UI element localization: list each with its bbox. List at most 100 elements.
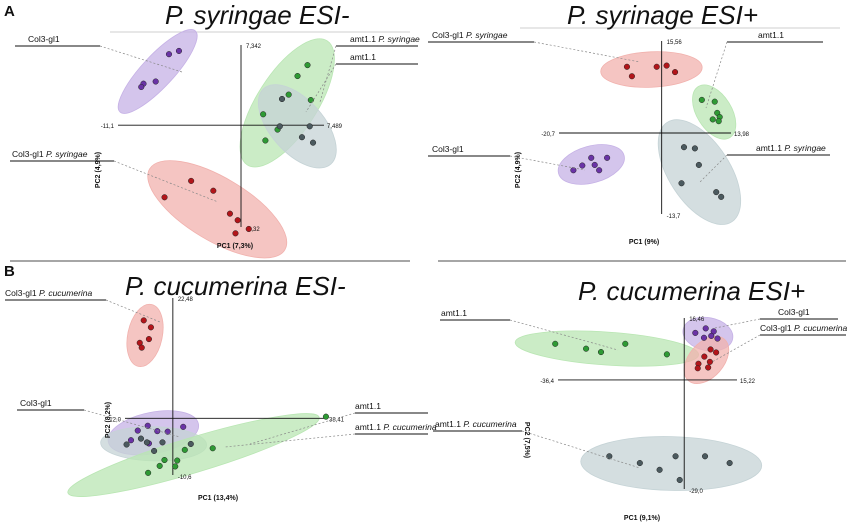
data-point — [604, 154, 611, 161]
y-min-tick-label: -29,0 — [689, 489, 703, 495]
data-point — [298, 134, 306, 141]
group-ellipse — [514, 330, 700, 367]
y-min-tick-label: -10,6 — [178, 475, 192, 481]
data-point — [672, 69, 679, 76]
y-max-tick-label: 15,56 — [667, 40, 683, 46]
data-point — [623, 63, 630, 70]
x-max-tick-label: 15,22 — [740, 379, 756, 385]
group-ellipse — [126, 303, 164, 368]
group-ellipse — [600, 51, 703, 88]
group-label: Col3-gl1 P. cucumerina — [760, 323, 848, 333]
group-label: Col3-gl1 — [778, 307, 810, 317]
data-point — [154, 428, 161, 435]
data-point — [322, 413, 330, 420]
data-point — [137, 435, 144, 442]
annotation-leader — [711, 334, 761, 363]
annotation-leader — [105, 299, 161, 323]
data-point — [232, 230, 239, 237]
data-point — [663, 62, 670, 69]
data-point — [700, 334, 708, 341]
x-max-tick-label: 13,98 — [734, 132, 750, 138]
data-point — [656, 466, 663, 473]
data-point — [140, 317, 147, 324]
data-point — [175, 47, 183, 54]
data-point — [711, 98, 718, 105]
data-point — [306, 123, 313, 130]
group-annotation: Col3-gl1 — [17, 398, 181, 438]
data-point — [678, 180, 685, 187]
confidence-ellipses — [117, 29, 337, 259]
group-ellipse — [683, 335, 730, 384]
data-point — [285, 91, 292, 98]
data-point — [151, 447, 158, 454]
data-point — [159, 439, 166, 446]
annotation-leader — [521, 430, 641, 469]
data-point — [152, 78, 159, 85]
y-max-tick-label: 7,342 — [246, 44, 262, 50]
panel-label-a: A — [4, 3, 15, 20]
group-label: Col3-gl1 P. syringae — [432, 30, 508, 40]
data-point — [691, 145, 698, 152]
data-point — [143, 439, 150, 446]
data-point — [181, 446, 188, 453]
data-point — [694, 365, 701, 372]
data-point — [260, 111, 267, 118]
data-points — [552, 325, 733, 484]
data-point — [307, 97, 314, 104]
confidence-ellipses — [557, 51, 742, 225]
data-point — [138, 344, 145, 351]
group-annotation: Col3-gl1 P. cucumerina — [5, 288, 161, 323]
x-axis-label: PC1 (9%) — [629, 239, 659, 246]
data-point — [726, 459, 733, 467]
annotation-leader — [319, 45, 337, 103]
group-annotation: amt1.1 — [440, 308, 619, 351]
group-ellipse — [117, 29, 198, 114]
x-min-tick-label: -11,1 — [101, 124, 115, 130]
data-point — [707, 346, 714, 353]
annotation-leader — [83, 409, 181, 438]
data-point — [591, 161, 598, 168]
y-max-tick-label: 16,46 — [689, 317, 705, 323]
group-ellipse — [147, 160, 288, 259]
data-point — [702, 325, 709, 332]
group-ellipse — [257, 84, 337, 169]
group-annotation: Col3-gl1 P. cucumerina — [711, 323, 848, 363]
data-point — [188, 177, 195, 184]
group-annotation: Col3-gl1 P. syringae — [10, 149, 219, 203]
data-point — [706, 358, 713, 365]
group-annotation: Col3-gl1 P. syringae — [428, 30, 641, 63]
plot-title-3: P. cucumerina ESI- — [125, 271, 346, 301]
y-axis-label: PC2 (8,2%) — [105, 402, 112, 438]
panel-label-b: B — [4, 263, 15, 280]
data-point — [552, 340, 559, 347]
data-point — [262, 137, 269, 144]
data-point — [187, 440, 194, 448]
y-axis-label: PC2 (4,9%) — [95, 152, 102, 188]
data-point — [636, 459, 643, 467]
data-point — [606, 453, 613, 460]
data-point — [134, 427, 141, 434]
data-points — [570, 62, 725, 200]
group-annotation: Col3-gl1 — [714, 307, 838, 329]
x-min-tick-label: -36,4 — [540, 379, 554, 385]
annotation-leader — [113, 160, 219, 203]
annotation-leader — [705, 41, 728, 109]
data-point — [579, 162, 586, 169]
group-ellipse — [657, 119, 742, 225]
y-axis-label: PC2 (7,5%) — [523, 422, 530, 458]
data-point — [708, 332, 715, 339]
annotation-leader — [305, 63, 337, 113]
plot-title-2: P. syrinage ESI+ — [567, 0, 758, 30]
data-point — [672, 453, 679, 460]
group-label: Col3-gl1 — [20, 398, 52, 408]
data-point — [156, 462, 163, 469]
data-point — [304, 62, 311, 69]
data-point — [161, 456, 168, 464]
group-label: Col3-gl1 — [28, 34, 60, 44]
y-max-tick-label: 22,48 — [178, 297, 194, 303]
data-point — [570, 167, 577, 174]
data-point — [676, 476, 683, 484]
data-point — [714, 335, 721, 342]
